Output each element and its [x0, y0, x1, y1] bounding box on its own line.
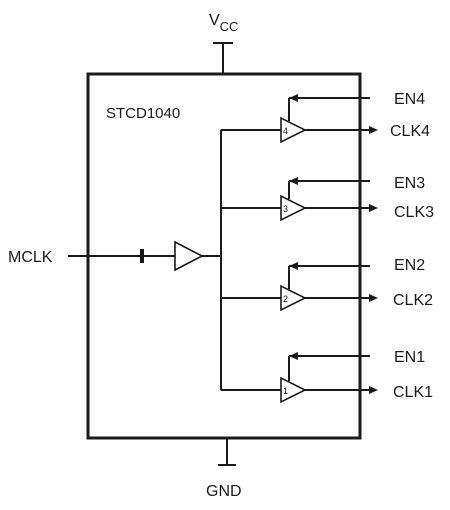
clk1-arrow-icon — [369, 386, 378, 394]
channel-2: 2 EN2 CLK2 — [221, 257, 433, 312]
clk3-arrow-icon — [369, 204, 378, 212]
en1-label: EN1 — [394, 349, 425, 366]
clk4-arrow-icon — [369, 126, 378, 134]
en3-label: EN3 — [394, 175, 425, 192]
channel-3: 3 EN3 CLK3 — [221, 175, 434, 222]
vcc-label-main: V — [209, 12, 220, 29]
en1-arrow-icon — [289, 352, 298, 360]
clk2-arrow-icon — [369, 294, 378, 302]
input-buffer — [174, 240, 204, 272]
vcc-label-sub: CC — [220, 19, 239, 34]
channel-1: 1 EN1 CLK1 — [221, 349, 433, 404]
buffer-4-number: 4 — [283, 126, 288, 136]
en4-label: EN4 — [394, 91, 425, 108]
en2-arrow-icon — [289, 262, 298, 270]
buffer-3-number: 3 — [283, 204, 288, 214]
en4-arrow-icon — [289, 94, 298, 102]
gnd-label: GND — [206, 483, 242, 500]
mclk-label: MCLK — [8, 249, 53, 266]
buffer-1-number: 1 — [283, 386, 288, 396]
vcc-label: VCC — [209, 12, 238, 34]
channel-4: 4 EN4 CLK4 — [221, 91, 430, 144]
clk4-label: CLK4 — [390, 123, 430, 140]
chip-name: STCD1040 — [106, 105, 180, 122]
buffer-4 — [280, 116, 307, 144]
clk2-label: CLK2 — [393, 292, 433, 309]
buffer-3 — [280, 194, 307, 222]
clk3-label: CLK3 — [394, 204, 434, 221]
en2-label: EN2 — [394, 257, 425, 274]
en3-arrow-icon — [289, 177, 298, 185]
buffer-2-number: 2 — [283, 294, 288, 304]
buffer-1 — [280, 376, 307, 404]
clk1-label: CLK1 — [393, 384, 433, 401]
buffer-2 — [280, 284, 307, 312]
